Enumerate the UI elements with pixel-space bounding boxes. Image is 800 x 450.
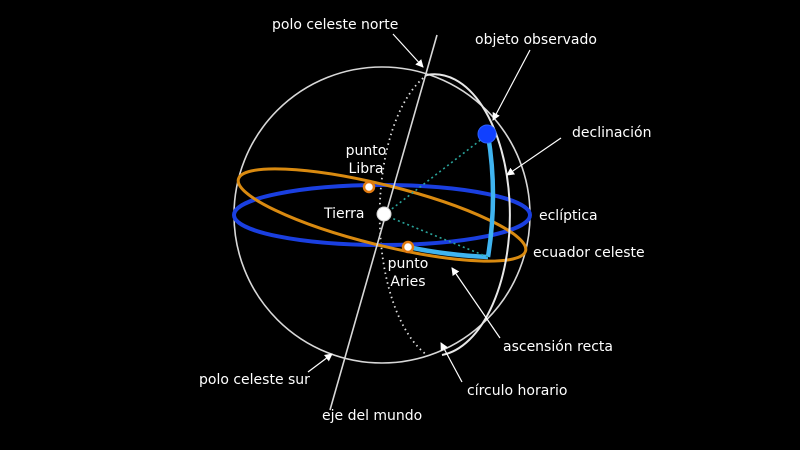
earth-to-object-line: [383, 134, 488, 216]
celestial-equator-label: ecuador celeste: [533, 245, 645, 261]
right-ascension-label: ascensión recta: [503, 339, 613, 355]
right-ascension-arc: [407, 244, 489, 260]
north-pole-label: polo celeste norte: [272, 17, 398, 33]
world-axis-label: eje del mundo: [322, 408, 422, 424]
declination-arc: [485, 134, 496, 258]
aries-label-line1: punto: [388, 256, 429, 272]
hour-circle-arrow: [440, 342, 463, 383]
observed-object-dot: [477, 124, 497, 144]
right-ascension-arrow: [451, 267, 501, 339]
observed-object-label: objeto observado: [475, 32, 597, 48]
hour-circle-back: [378, 74, 428, 356]
earth-to-projection-line: [383, 214, 489, 258]
hour-circle-label: círculo horario: [467, 383, 568, 399]
south-pole-label: polo celeste sur: [199, 372, 310, 388]
hour-circle-front: [426, 73, 511, 356]
libra-label-line2: Libra: [349, 161, 384, 177]
world-axis-line: [329, 34, 438, 411]
object-arrow: [492, 49, 531, 121]
libra-label-line1: punto: [346, 143, 387, 159]
aries-label-line2: Aries: [390, 274, 425, 290]
north-pole-arrow: [392, 33, 424, 68]
declination-arrow: [506, 137, 562, 176]
libra-point: [362, 180, 376, 194]
aries-point: [401, 240, 415, 254]
earth-point: [376, 206, 392, 222]
earth-label: Tierra: [323, 206, 364, 222]
ecliptic-label: eclíptica: [539, 208, 598, 224]
south-pole-arrow: [307, 353, 333, 373]
declination-label: declinación: [572, 125, 651, 141]
ecliptic-ring: [236, 167, 528, 263]
